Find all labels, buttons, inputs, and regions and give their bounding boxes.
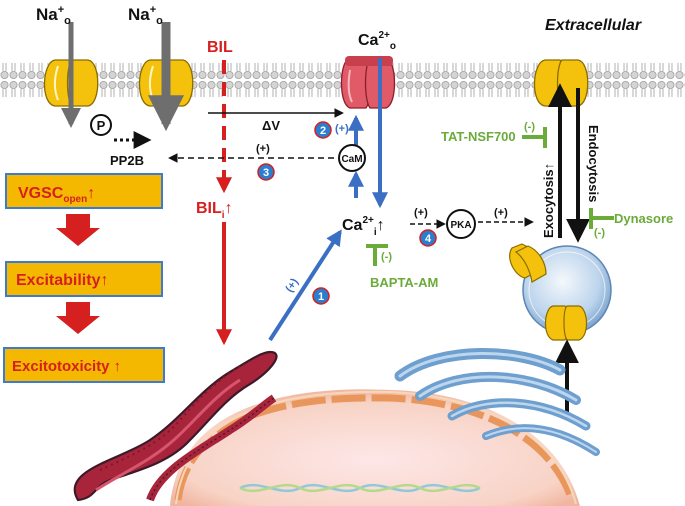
step-2-number: 2 <box>320 125 326 137</box>
exocytosis-label: Exocytosis↑ <box>541 163 556 238</box>
step-3-number: 3 <box>263 167 269 179</box>
bapta-minus-label: (-) <box>381 251 392 263</box>
extracellular-label: Extracellular <box>545 17 642 34</box>
exocytosis-plus-label: (+) <box>494 207 508 219</box>
step-3-badge <box>257 163 275 181</box>
dynasore-label: Dynasore <box>614 211 673 226</box>
ca-out-label: Ca2+o <box>358 30 396 52</box>
endocytosis-label: Endocytosis <box>586 125 601 202</box>
vesicle-channel-top <box>509 243 547 283</box>
vgsc-to-excitability-arrow <box>56 214 100 246</box>
vgsc-open-box: VGSCopen↑ <box>5 173 163 209</box>
na-out-left-label: Na+o <box>36 4 71 27</box>
step-1-badge <box>312 287 330 305</box>
step-4-number: 4 <box>425 233 432 245</box>
svg-text:VGSCopen↑: VGSCopen↑ <box>18 185 95 205</box>
calcium-channel <box>340 56 396 109</box>
cam-label: CaM <box>341 154 362 165</box>
bil-intracellular-label: BILi↑ <box>196 200 233 221</box>
phosphate-label: P <box>97 118 106 133</box>
excitability-box: Excitability↑ <box>5 261 163 297</box>
svg-text:Exocytosis↑: Exocytosis↑ <box>541 163 556 238</box>
step-2-plus-label: (+) <box>335 123 349 135</box>
svg-text:Ca2+i↑: Ca2+i↑ <box>342 215 385 238</box>
step-4-badge <box>419 229 437 247</box>
excitotoxicity-box: Excitotoxicity↑ <box>3 347 165 383</box>
step-2-badge <box>314 121 332 139</box>
na-out-right-label: Na+o <box>128 4 163 27</box>
bil-label: BIL <box>207 39 233 56</box>
golgi-apparatus <box>394 348 600 456</box>
phosphate-circle <box>90 114 112 136</box>
svg-text:Ca2+o: Ca2+o <box>358 30 396 52</box>
delta-v-label: ΔV <box>262 118 280 133</box>
vesicle-channel-bottom <box>544 305 588 341</box>
endoplasmic-reticulum <box>73 350 278 502</box>
pka-plus-label: (+) <box>414 207 428 219</box>
tat-minus-label: (-) <box>524 121 535 133</box>
pp2b-plus-label: (+) <box>256 143 270 155</box>
svg-text:BILi↑: BILi↑ <box>196 200 233 221</box>
tat-nsf700-label: TAT-NSF700 <box>441 129 516 144</box>
pka-circle <box>446 209 476 239</box>
er-to-ca-arrow <box>268 229 342 342</box>
svg-text:Excitability↑: Excitability↑ <box>16 272 108 289</box>
svg-text:Excitotoxicity↑: Excitotoxicity↑ <box>12 358 121 375</box>
svg-text:Na+o: Na+o <box>36 4 71 27</box>
bapta-label: BAPTA-AM <box>370 275 438 290</box>
dynasore-minus-label: (-) <box>594 227 605 239</box>
dna-strand <box>239 483 481 493</box>
er-plus-label: (+) <box>283 276 301 294</box>
step-1-number: 1 <box>318 291 324 303</box>
ca-intracellular-label: Ca2+i↑ <box>342 215 385 238</box>
pp2b-label: PP2B <box>110 153 144 168</box>
pka-label: PKA <box>450 220 471 231</box>
svg-text:Na+o: Na+o <box>128 4 163 27</box>
excitability-to-excitotoxicity-arrow <box>56 302 100 334</box>
